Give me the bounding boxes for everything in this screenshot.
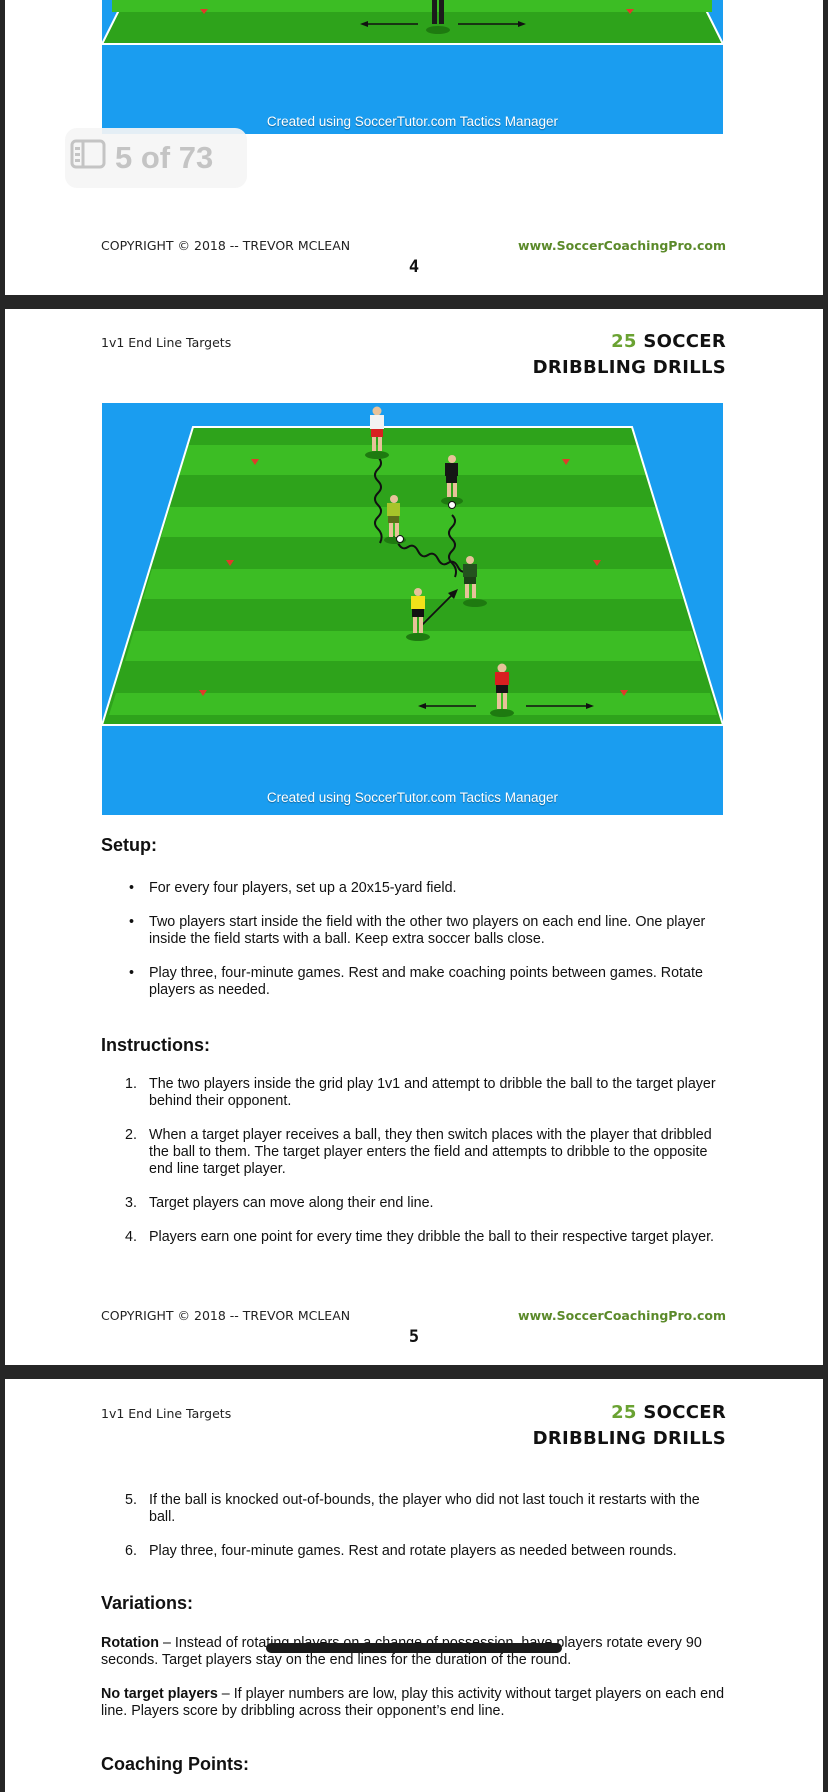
- list-item: 4.Players earn one point for every time …: [125, 1229, 715, 1245]
- variations-heading: Variations:: [101, 1593, 194, 1613]
- pdf-page-4: Created using SoccerTutor.com Tactics Ma…: [5, 0, 823, 295]
- list-item: 6.Play three, four-minute games. Rest an…: [125, 1543, 677, 1559]
- list-item: 3.Target players can move along their en…: [125, 1195, 434, 1211]
- list-item: 1.The two players inside the grid play 1…: [125, 1076, 716, 1109]
- page-number: 4: [408, 257, 420, 277]
- book-title-number: 25: [611, 331, 637, 352]
- copyright-text: COPYRIGHT © 2018 -- TREVOR MCLEAN: [101, 238, 351, 253]
- bullet-icon: •: [129, 965, 135, 981]
- book-title-word: SOCCER: [643, 1402, 726, 1423]
- bullet-icon: •: [129, 880, 135, 896]
- website-link[interactable]: www.SoccerCoachingPro.com: [518, 238, 726, 253]
- instructions-list-continued: 5.If the ball is knocked out-of-bounds, …: [101, 1492, 726, 1560]
- book-title-line2: DRIBBLING DRILLS: [532, 357, 726, 378]
- coaching-points-heading: Coaching Points:: [101, 1754, 249, 1774]
- drill-diagram: Created using SoccerTutor.com Tactics Ma…: [102, 403, 723, 815]
- book-title-word: SOCCER: [643, 331, 726, 352]
- book-title-line2: DRIBBLING DRILLS: [532, 1428, 726, 1449]
- running-head: 1v1 End Line Targets: [101, 1406, 232, 1421]
- pdf-page-5: 1v1 End Line Targets 25 SOCCER DRIBBLING…: [5, 309, 823, 1365]
- running-head: 1v1 End Line Targets: [101, 335, 232, 350]
- page-counter-label: 5 of 73: [115, 140, 214, 175]
- instructions-list: 1.The two players inside the grid play 1…: [101, 1076, 726, 1246]
- list-item: 2.When a target player receives a ball, …: [125, 1127, 712, 1177]
- page-thumbnails-icon: [70, 139, 106, 177]
- drill-diagram-top: Created using SoccerTutor.com Tactics Ma…: [102, 0, 723, 134]
- website-link[interactable]: www.SoccerCoachingPro.com: [518, 1308, 726, 1323]
- setup-list: •For every four players, set up a 20x15-…: [101, 880, 726, 999]
- book-title: 25 SOCCER DRIBBLING DRILLS: [533, 1400, 726, 1452]
- diagram-credit: Created using SoccerTutor.com Tactics Ma…: [266, 790, 559, 805]
- horizontal-scrollbar[interactable]: [266, 1643, 562, 1653]
- copyright-text: COPYRIGHT © 2018 -- TREVOR MCLEAN: [101, 1308, 351, 1323]
- page-number: 5: [408, 1327, 420, 1347]
- page-counter-badge[interactable]: 5 of 73: [65, 128, 247, 188]
- list-item: 5.If the ball is knocked out-of-bounds, …: [125, 1492, 700, 1525]
- book-title: 25 SOCCER DRIBBLING DRILLS: [533, 329, 726, 381]
- list-item: •For every four players, set up a 20x15-…: [129, 880, 457, 896]
- variation-no-target: No target players – If player numbers ar…: [101, 1686, 725, 1719]
- instructions-heading: Instructions:: [101, 1035, 211, 1055]
- list-item: •Play three, four-minute games. Rest and…: [129, 965, 703, 998]
- pdf-page-6: 1v1 End Line Targets 25 SOCCER DRIBBLING…: [5, 1379, 823, 1792]
- list-item: •Two players start inside the field with…: [129, 914, 706, 947]
- diagram-credit: Created using SoccerTutor.com Tactics Ma…: [266, 114, 559, 129]
- book-title-number: 25: [611, 1402, 637, 1423]
- bullet-icon: •: [129, 914, 135, 930]
- setup-heading: Setup:: [101, 835, 157, 855]
